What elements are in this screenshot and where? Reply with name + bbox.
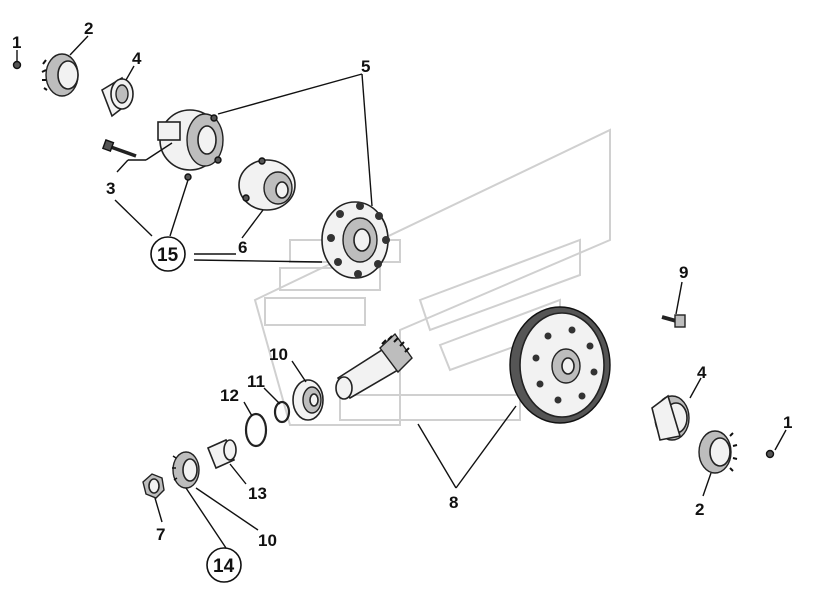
part-8-ring-gear: [509, 306, 611, 424]
callout-14-circle: [206, 547, 242, 583]
callout-3: 3: [106, 179, 115, 198]
callout-6: 6: [238, 238, 247, 257]
callout-2-left: 2: [84, 19, 93, 38]
callout-11: 11: [247, 372, 265, 391]
callout-1-right: 1: [783, 413, 792, 432]
part-9-bolt: [661, 314, 686, 328]
callout-14: 14: [213, 556, 235, 577]
part-3-bolt: [101, 139, 137, 158]
callout-4-right: 4: [697, 363, 707, 382]
callout-2-right: 2: [695, 500, 704, 519]
part-13-spacer: [206, 438, 237, 470]
part-4-right-bearing: [651, 394, 690, 441]
part-1-left-screw: [12, 60, 22, 70]
callout-15-circle: [150, 236, 186, 272]
callout-7: 7: [156, 525, 165, 544]
part-2-left-adjusting-nut: [41, 53, 79, 97]
callout-8: 8: [449, 493, 458, 512]
callout-5: 5: [361, 57, 370, 76]
part-5-differential-case-flange: [321, 201, 390, 279]
callout-4-left: 4: [132, 49, 142, 68]
part-8-pinion-shaft: [335, 332, 413, 400]
part-2-right-adjusting-nut: [698, 430, 738, 474]
part-10-pinion-bearing-lower: [172, 451, 200, 489]
callout-12: 12: [220, 386, 239, 405]
part-4-left-bearing: [101, 76, 134, 118]
part-10-pinion-bearing-upper: [292, 379, 324, 421]
callout-10-top: 10: [269, 345, 288, 364]
callout-1-left: 1: [12, 33, 21, 52]
callout-9: 9: [679, 263, 688, 282]
part-11-snap-ring: [273, 400, 291, 424]
callout-13: 13: [248, 484, 267, 503]
part-1-right-screw: [765, 449, 775, 459]
part-12-shim: [244, 412, 268, 448]
part-7-pinion-nut: [142, 473, 165, 499]
callout-10-bottom: 10: [258, 531, 277, 550]
part-5-differential-case-half: [157, 109, 224, 181]
leader-lines: [16, 35, 787, 549]
callout-15: 15: [157, 245, 179, 266]
part-6-differential-gear-set: [238, 157, 296, 211]
